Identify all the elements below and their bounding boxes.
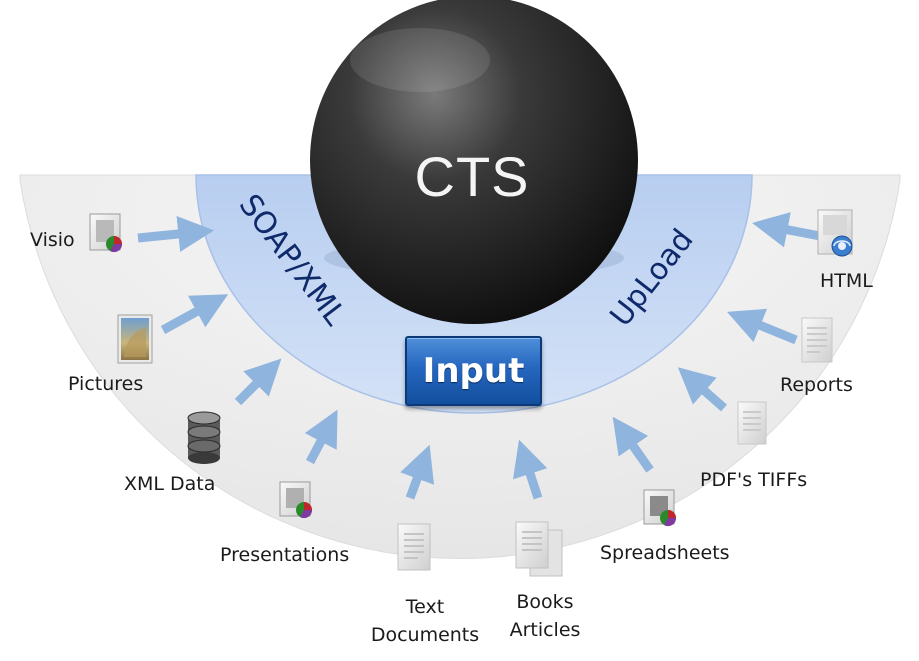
arrow-html — [752, 212, 821, 248]
sphere-highlight — [350, 28, 490, 92]
label-books-articles-line1: Books — [516, 591, 574, 613]
arrow-spreadsheets — [612, 416, 654, 473]
label-books-articles-line2: Articles — [509, 619, 581, 641]
arrow-visio — [137, 216, 215, 252]
arrow-presentations — [304, 409, 338, 465]
arrow-xml-data — [234, 358, 282, 406]
cts-sphere — [310, 0, 638, 324]
arrows — [137, 212, 821, 500]
label-html: HTML — [820, 270, 873, 292]
arrow-pictures — [160, 294, 229, 334]
text-documents-document-icon — [397, 523, 431, 571]
input-button[interactable]: Input — [405, 336, 542, 406]
label-text-documents: Text Documents — [371, 593, 479, 649]
cts-title: CTS — [414, 145, 530, 208]
spreadsheets-chart-document-icon — [643, 489, 677, 527]
presentations-chart-document-icon — [279, 481, 313, 519]
arrow-reports — [726, 308, 798, 345]
label-reports: Reports — [780, 374, 853, 396]
xml-data-database-icon — [187, 411, 221, 464]
label-xml-data: XML Data — [124, 473, 216, 495]
reports-document-icon — [801, 317, 833, 363]
label-presentations: Presentations — [220, 544, 350, 566]
label-pictures: Pictures — [68, 373, 144, 395]
pictures-photo-icon — [117, 314, 153, 364]
pdfs-tiffs-document-icon — [737, 401, 767, 445]
label-spreadsheets: Spreadsheets — [600, 542, 730, 564]
input-button-label: Input — [422, 351, 525, 391]
html-web-document-icon — [817, 209, 853, 257]
label-pdfs-tiffs: PDF's TIFFs — [700, 469, 808, 491]
arrow-pdfs-tiffs — [677, 367, 727, 412]
arrow-text-documents — [400, 444, 435, 500]
label-visio: Visio — [30, 229, 75, 251]
label-text-documents-line2: Documents — [370, 624, 480, 646]
label-books-articles: Books Articles — [510, 588, 581, 644]
arrow-books-articles — [513, 439, 548, 500]
books-articles-stacked-documents-icon — [515, 521, 563, 577]
label-text-documents-line1: Text — [405, 596, 445, 618]
visio-chart-document-icon — [89, 213, 123, 253]
